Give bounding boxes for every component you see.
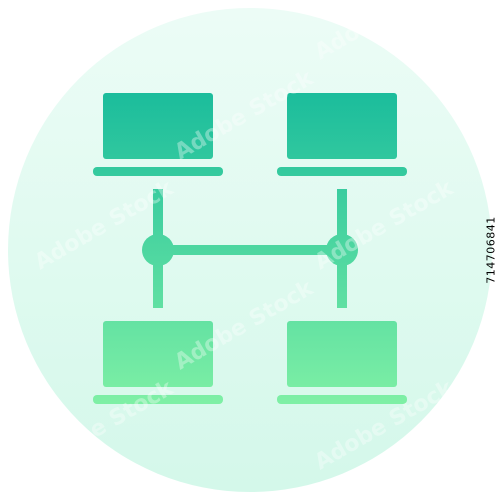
network-node-left <box>142 234 174 266</box>
stock-image-id: 714706841 <box>484 216 498 284</box>
laptop-icon-bottom-left <box>93 321 223 404</box>
laptop-icon-bottom-right <box>277 321 407 404</box>
laptop-icon-top-left <box>93 93 223 176</box>
laptop-icon-top-right <box>277 93 407 176</box>
network-node-right <box>326 234 358 266</box>
